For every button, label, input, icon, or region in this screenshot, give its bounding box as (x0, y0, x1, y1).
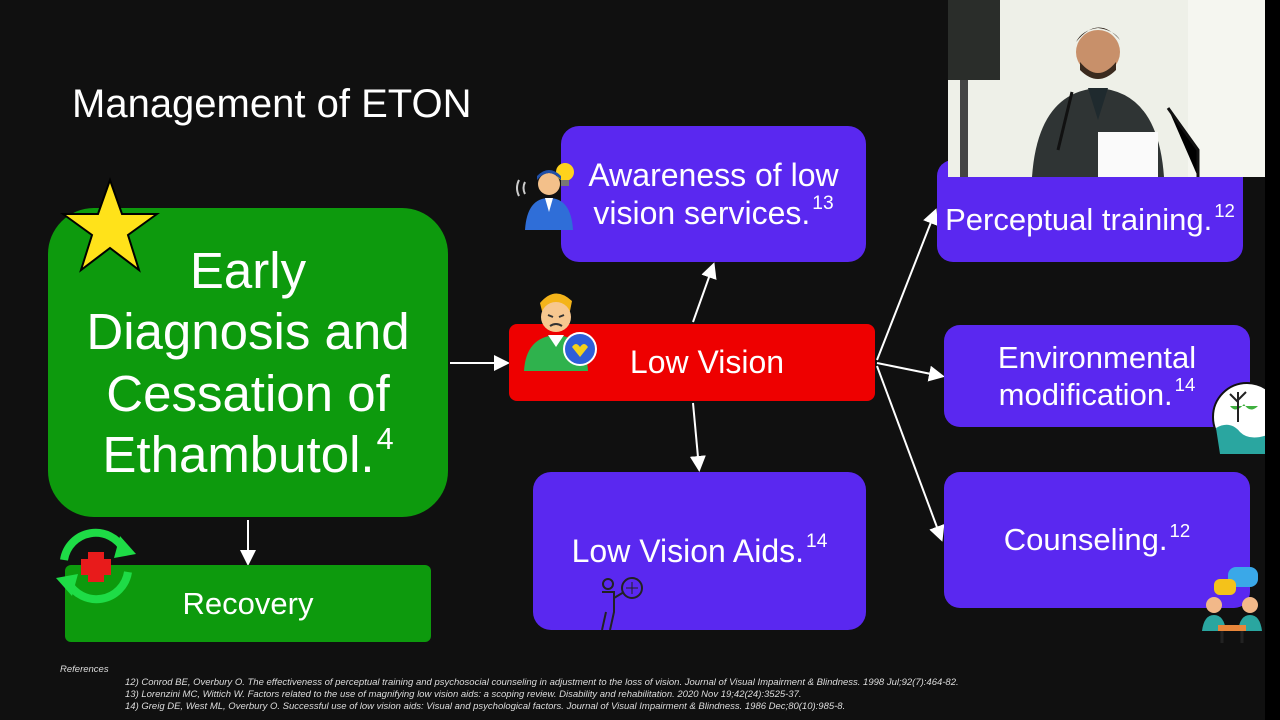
early-diagnosis-ref: 4 (376, 421, 394, 456)
low-vision-text: Low Vision (629, 344, 785, 381)
reference-14: 14) Greig DE, West ML, Overbury O. Succe… (125, 701, 846, 712)
star-icon (60, 176, 160, 273)
arrow-to-environmental (876, 362, 945, 382)
arrow-to-aids (689, 402, 706, 472)
low-vision-aids-ref: 14 (806, 530, 828, 552)
slide-title: Management of ETON (72, 82, 472, 126)
low-vision-aids-text: Low Vision Aids. (571, 532, 805, 569)
globe-tree-icon (1212, 382, 1265, 454)
arrow-to-counseling (876, 365, 945, 542)
perceptual-training-text: Perceptual training. (945, 202, 1213, 238)
stressed-person-icon (524, 293, 597, 371)
presenter-video (948, 0, 1265, 177)
perceptual-training-ref: 12 (1214, 199, 1235, 221)
reference-12: 12) Conrod BE, Overbury O. The effective… (125, 677, 959, 688)
references-label: References (60, 664, 109, 675)
recovery-cycle-icon (56, 528, 136, 604)
awareness-ref: 13 (812, 193, 834, 215)
awareness-text: Awareness of low vision services. (588, 156, 839, 231)
environmental-modification-ref: 14 (1174, 374, 1196, 396)
arrow-to-awareness (692, 262, 717, 323)
counseling-text: Counseling. (1003, 522, 1168, 558)
counseling-box: Counseling.12 (944, 472, 1250, 608)
perceptual-training-box: Perceptual training.12 (937, 160, 1243, 262)
idea-person-icon (516, 163, 574, 230)
environmental-modification-text: Environmental modification. (997, 339, 1197, 412)
reference-13: 13) Lorenzini MC, Wittich W. Factors rel… (125, 689, 802, 700)
early-diagnosis-text: Early Diagnosis and Cessation of Ethambu… (86, 242, 410, 483)
counseling-icon (1202, 567, 1262, 643)
recovery-text: Recovery (182, 585, 314, 621)
arrow-to-perceptual (876, 208, 939, 361)
presenter-video-frame (948, 0, 1265, 177)
counseling-ref: 12 (1169, 519, 1191, 541)
awareness-box: Awareness of low vision services.13 (561, 126, 866, 262)
early-diagnosis-box: Early Diagnosis and Cessation of Ethambu… (48, 208, 448, 517)
magnifier-person-icon (601, 577, 643, 631)
low-vision-aids-box: Low Vision Aids.14 (533, 472, 866, 630)
environmental-modification-box: Environmental modification.14 (944, 325, 1250, 427)
